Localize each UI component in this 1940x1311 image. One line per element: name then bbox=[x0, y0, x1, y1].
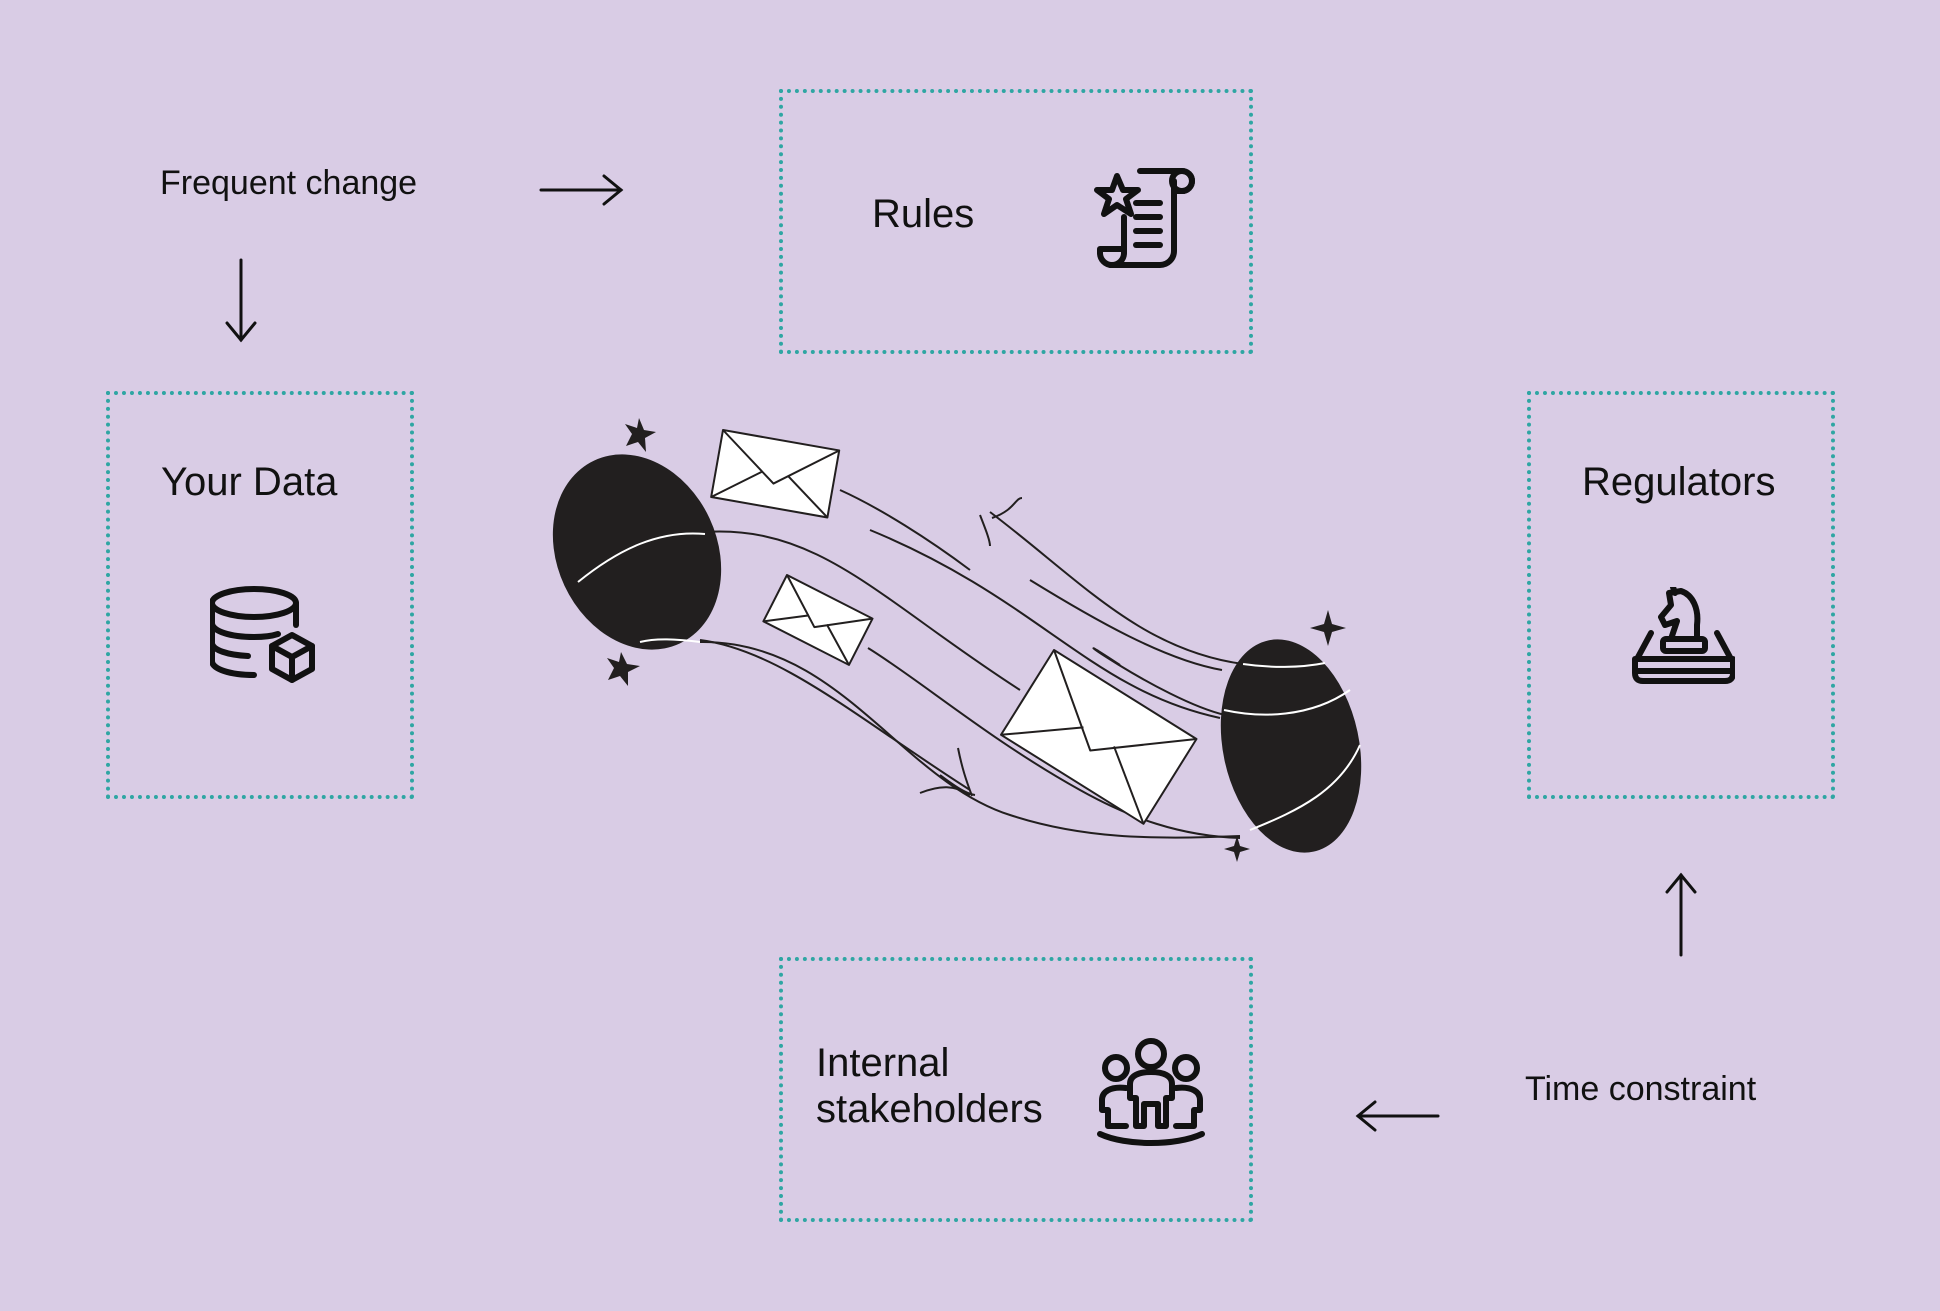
arrow-left-icon bbox=[1355, 1100, 1440, 1132]
portal-streams bbox=[699, 489, 1244, 839]
envelopes bbox=[710, 429, 1198, 825]
internal-stakeholders-title: Internal stakeholders bbox=[816, 1040, 1043, 1132]
time-constraint-label: Time constraint bbox=[1525, 1070, 1757, 1108]
sparkles bbox=[607, 418, 1346, 862]
regulators-box: Regulators bbox=[1527, 391, 1835, 799]
your-data-box: Your Data bbox=[106, 391, 414, 799]
frequent-change-label: Frequent change bbox=[160, 164, 418, 202]
your-data-title: Your Data bbox=[161, 460, 338, 504]
arrow-up-icon bbox=[1665, 872, 1697, 957]
regulators-title: Regulators bbox=[1582, 460, 1776, 504]
people-group-icon bbox=[1097, 1038, 1205, 1146]
portal-right-oval bbox=[1220, 639, 1362, 853]
chess-knight-tray-icon bbox=[1632, 587, 1735, 684]
arrow-right-icon bbox=[539, 174, 624, 206]
arrow-down-icon bbox=[225, 258, 257, 343]
portal-left-oval bbox=[552, 454, 722, 650]
internal-stakeholders-title-line1: Internal bbox=[816, 1041, 950, 1085]
database-package-icon bbox=[210, 586, 315, 683]
rules-box: Rules bbox=[779, 89, 1253, 354]
rules-title: Rules bbox=[872, 192, 975, 236]
internal-stakeholders-box: Internal stakeholders bbox=[779, 957, 1253, 1222]
scroll-certificate-icon bbox=[1094, 168, 1195, 268]
internal-stakeholders-title-line2: stakeholders bbox=[816, 1087, 1043, 1131]
